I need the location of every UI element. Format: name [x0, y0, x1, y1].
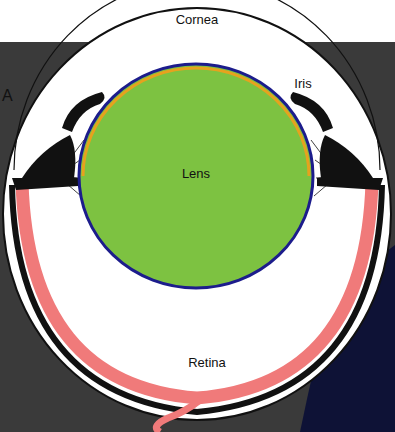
- node-text: Lens: [77, 166, 315, 181]
- ciliary-body: [12, 178, 78, 190]
- eyeball-outline: [3, 8, 391, 420]
- part-label: Retina: [188, 356, 226, 370]
- lens-node: Lens: [77, 62, 315, 290]
- panel-letter: A: [2, 87, 13, 105]
- optic-nerve: [156, 400, 200, 432]
- ciliary-muscle: [22, 135, 75, 178]
- ciliary-body: [317, 178, 383, 190]
- part-label: Cornea: [176, 13, 219, 27]
- part-label: Iris: [294, 77, 311, 91]
- ciliary-muscle: [320, 135, 373, 178]
